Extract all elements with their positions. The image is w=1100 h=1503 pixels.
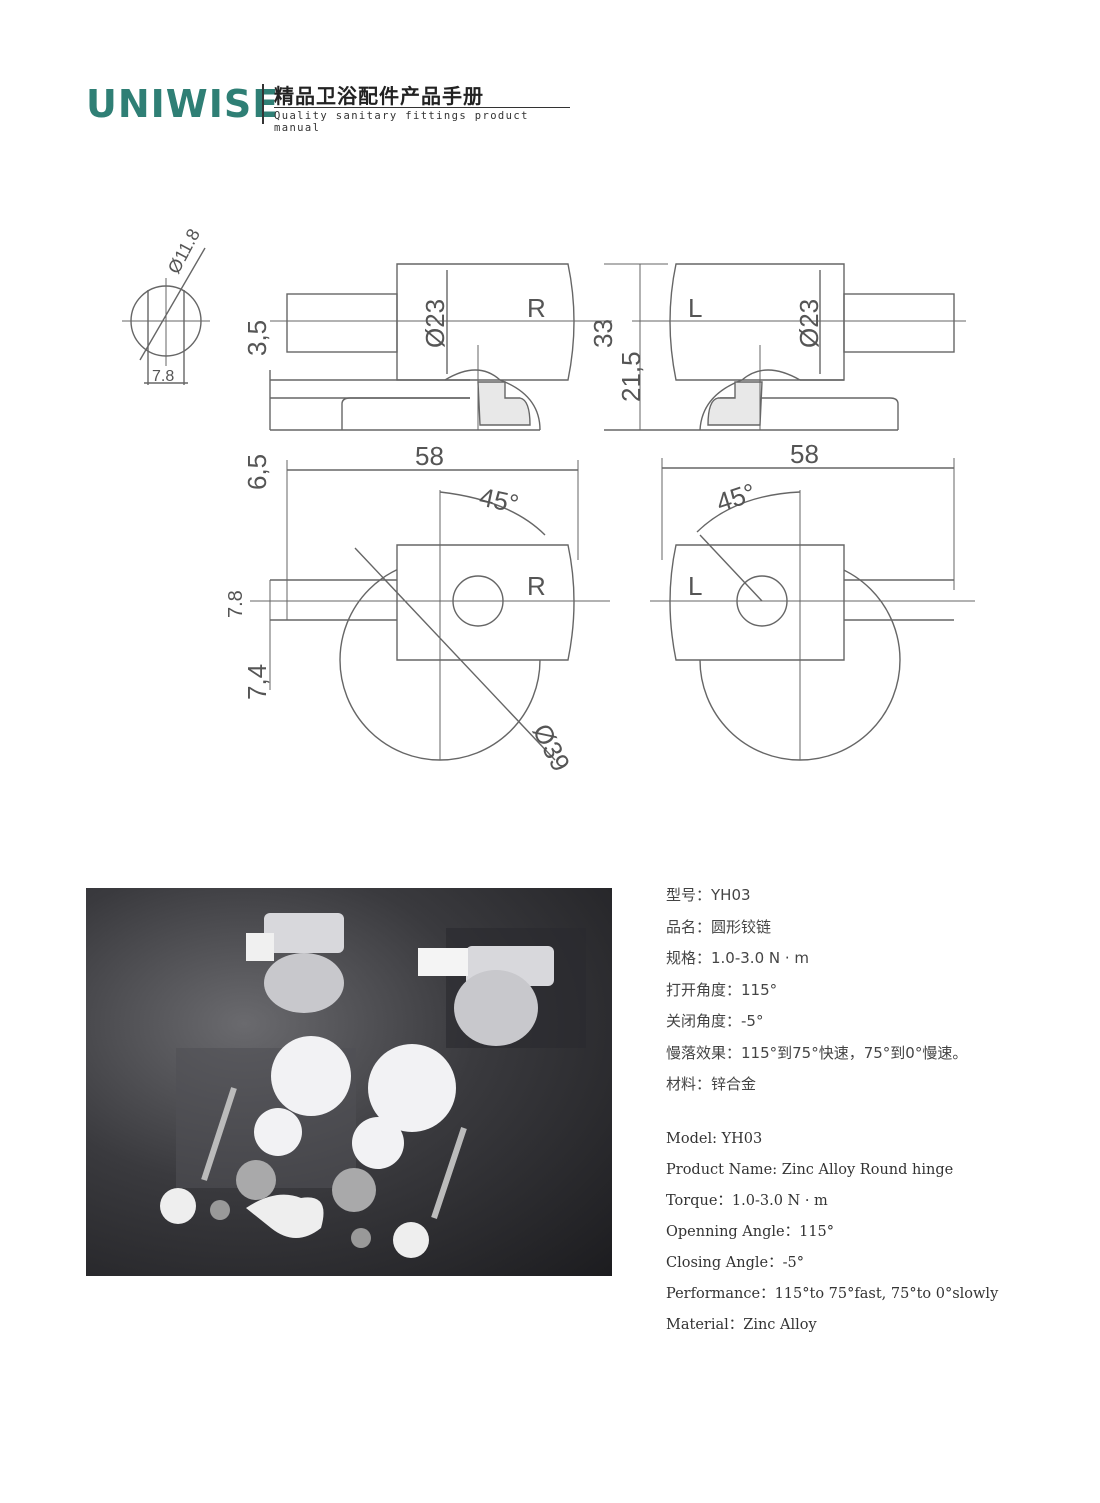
page-header: UNIWISE 精品卫浴配件产品手册 Quality sanitary fitt… xyxy=(86,80,576,134)
spec-close-angle-en: Closing Angle：-5° xyxy=(666,1255,804,1271)
dim-7-8-top: 7.8 xyxy=(152,368,174,385)
specs-en: Model: YH03 Product Name: Zinc Alloy Rou… xyxy=(666,1128,998,1345)
dim-58-right: 58 xyxy=(790,439,819,469)
dim-21-5: 21,5 xyxy=(616,351,646,402)
hinge-parts-photo-icon xyxy=(160,913,586,1258)
spec-open-angle-en: Openning Angle：115° xyxy=(666,1224,835,1240)
dim-33: 33 xyxy=(588,319,618,348)
dim-6-5: 6,5 xyxy=(242,454,272,490)
header-title-cn: 精品卫浴配件产品手册 xyxy=(274,84,484,108)
spec-model-cn: 型号：YH03 xyxy=(666,886,751,904)
spec-performance-en: Performance：115°to 75°fast, 75°to 0°slow… xyxy=(666,1286,999,1302)
spec-model-en: Model: YH03 xyxy=(666,1131,763,1147)
label-l-bottom: L xyxy=(688,571,702,601)
header-rule xyxy=(274,107,570,108)
spec-name-en: Product Name: Zinc Alloy Round hinge xyxy=(666,1162,954,1178)
specs-cn: 型号：YH03 品名：圆形铰链 规格：1.0-3.0 N · m 打开角度：11… xyxy=(666,884,967,1105)
spec-torque-en: Torque：1.0-3.0 N · m xyxy=(666,1193,828,1209)
dim-d23-right: Ø23 xyxy=(420,299,450,348)
spec-torque-cn: 规格：1.0-3.0 N · m xyxy=(666,949,810,967)
spec-performance-cn: 慢落效果：115°到75°快速，75°到0°慢速。 xyxy=(666,1043,968,1062)
product-photo xyxy=(86,888,612,1276)
label-r-bottom: R xyxy=(527,571,546,601)
header-title-en: Quality sanitary fittings product manual xyxy=(274,110,529,134)
dim-7-4: 7,4 xyxy=(242,664,272,700)
spec-open-angle-cn: 打开角度：115° xyxy=(666,980,778,999)
label-l-top: L xyxy=(688,293,702,323)
dim-45-right: 45° xyxy=(713,477,760,518)
dim-3-5: 3,5 xyxy=(242,320,272,356)
header-divider xyxy=(262,84,264,124)
spec-name-cn: 品名：圆形铰链 xyxy=(666,917,772,936)
spec-material-en: Material：Zinc Alloy xyxy=(666,1317,817,1333)
technical-drawing: Ø11.8 7.8 3,5 Ø23 R 33 21,5 L Ø23 6,5 58… xyxy=(122,225,975,776)
dim-d39: Ø39 xyxy=(527,719,577,776)
brand-logo: UNIWISE xyxy=(86,82,280,126)
dim-7-8-bottom: 7.8 xyxy=(225,590,247,618)
dim-d23-left: Ø23 xyxy=(794,299,824,348)
dim-d11-8: Ø11.8 xyxy=(164,225,204,277)
dim-58-left: 58 xyxy=(415,441,444,471)
spec-material-cn: 材料：锌合金 xyxy=(666,1075,757,1093)
dim-45-left: 45° xyxy=(477,482,522,520)
label-r-top: R xyxy=(527,293,546,323)
spec-close-angle-cn: 关闭角度：-5° xyxy=(666,1012,764,1030)
